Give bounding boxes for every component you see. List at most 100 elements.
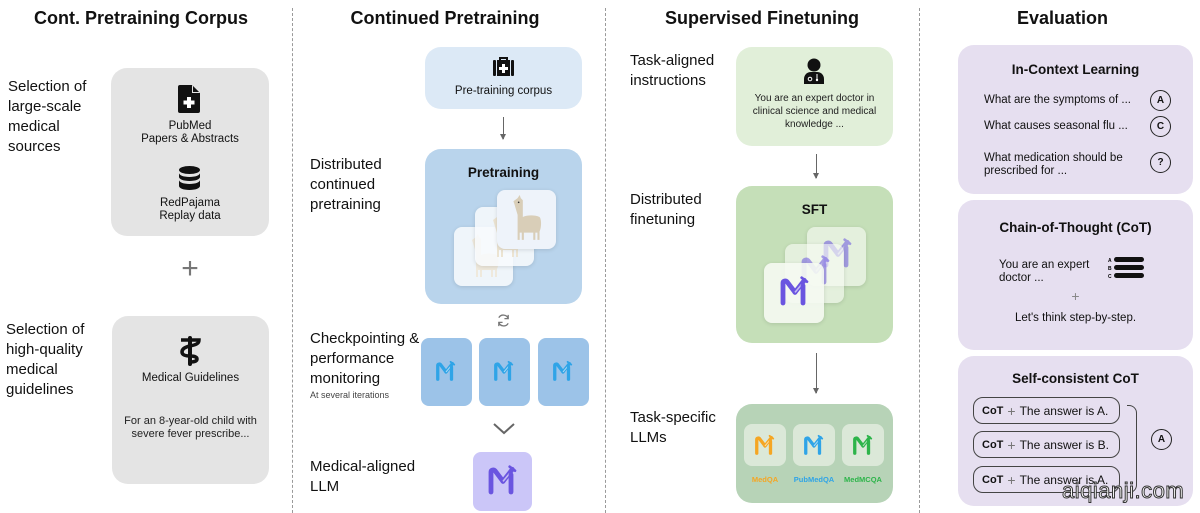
task-model-card	[842, 424, 884, 466]
task-model-card	[793, 424, 835, 466]
column-divider	[919, 8, 920, 513]
arrow-down	[500, 117, 506, 140]
cot-plus: +	[1071, 288, 1080, 304]
model-logo-icon	[487, 464, 519, 496]
source-pubmed-subtitle: Papers & Abstracts	[141, 133, 239, 145]
icl-question: What causes seasonal flu ...	[984, 120, 1128, 132]
task-model-label: MedMCQA	[844, 475, 882, 484]
cot-title: Chain-of-Thought (CoT)	[999, 220, 1152, 235]
label-checkpointing-text: Checkpointing & performance monitoring	[310, 330, 420, 387]
medical-kit-icon	[493, 57, 514, 81]
medical-aligned-llm-card	[473, 452, 532, 511]
checkpoint-card	[538, 338, 589, 406]
m-logo-svg	[780, 276, 809, 306]
answer-circle: C	[1150, 116, 1171, 137]
final-answer: A	[1151, 429, 1172, 450]
cot-prompt: You are an expert doctor ...	[999, 259, 1090, 284]
instruction-text: You are an expert doctor in clinical sci…	[752, 93, 877, 130]
pretraining-box: Pretraining	[425, 149, 582, 304]
corpus-sources-box: PubMed Papers & Abstracts RedPajama Repl…	[111, 68, 269, 236]
model-card	[764, 263, 824, 323]
column-title-evaluation: Evaluation	[1016, 8, 1109, 28]
sft-title: SFT	[801, 202, 828, 217]
column-title-corpus: Cont. Pretraining Corpus	[33, 8, 248, 28]
answer-circle: A	[1150, 90, 1171, 111]
task-model-label: PubMedQA	[793, 475, 835, 484]
reasoning-path: CoT+The answer is A.	[973, 466, 1120, 493]
label-distributed-finetuning: Distributed finetuning	[630, 191, 702, 228]
column-divider	[605, 8, 606, 513]
checkpoint-card	[421, 338, 472, 406]
icl-answer: ?	[1150, 152, 1171, 173]
m-logo-svg	[553, 360, 573, 381]
task-model-card	[744, 424, 786, 466]
icl-answer: C	[1150, 116, 1171, 137]
svg-text:A: A	[1108, 258, 1112, 264]
watermark: aiqianji.com	[1061, 478, 1185, 504]
llama-card	[497, 190, 556, 249]
pretraining-corpus-label: Pre-training corpus	[454, 85, 553, 97]
m-logo-svg	[436, 360, 456, 381]
source-redpajama-title: RedPajama	[159, 197, 221, 209]
llama-icon	[513, 195, 542, 240]
cot-suffix: Let's think step-by-step.	[1014, 312, 1137, 324]
pretraining-title: Pretraining	[467, 165, 540, 180]
arrow-down	[813, 154, 819, 179]
svg-text:C: C	[1108, 274, 1112, 280]
m-logo-svg	[488, 465, 517, 495]
answer-circle: A	[1151, 429, 1172, 450]
icl-answer: A	[1150, 90, 1171, 111]
m-logo-svg	[804, 434, 824, 455]
model-logo-icon	[754, 434, 776, 456]
icl-question: What are the symptoms of ...	[984, 94, 1131, 106]
column-divider	[292, 8, 293, 513]
source-pubmed: PubMed Papers & Abstracts	[111, 120, 269, 146]
plus-sign: +	[1007, 436, 1016, 453]
icl-box: In-Context Learning What are the symptom…	[958, 45, 1193, 194]
guidelines-title: Medical Guidelines	[141, 372, 240, 384]
label-task-aligned-instructions: Task-aligned instructions	[630, 52, 715, 89]
database-icon	[179, 166, 200, 195]
svg-text:B: B	[1108, 266, 1112, 272]
task-model-label: MedQA	[751, 475, 779, 484]
checkpoint-card	[479, 338, 530, 406]
reasoning-path: CoT+The answer is B.	[973, 431, 1120, 458]
source-pubmed-title: PubMed	[168, 120, 212, 132]
model-logo-icon	[779, 275, 811, 307]
cot-prefix: CoT	[982, 404, 1004, 417]
cot-prefix: CoT	[982, 473, 1004, 486]
sft-box: SFT	[736, 186, 893, 343]
label-guidelines: Selection of high-quality medical guidel…	[6, 321, 85, 398]
icl-question: What medication should be prescribed for…	[984, 152, 1123, 177]
guidelines-example: For an 8-year-old child with severe feve…	[124, 415, 257, 440]
model-logo-icon	[852, 434, 874, 456]
plus-sign: +	[181, 252, 199, 285]
plus-sign: +	[1007, 402, 1016, 419]
path-answer: The answer is A.	[1019, 472, 1109, 487]
model-logo-icon	[803, 434, 825, 456]
reasoning-path: CoT+The answer is A.	[973, 397, 1120, 424]
model-logo-icon	[435, 360, 457, 382]
answer-circle: ?	[1150, 152, 1171, 173]
plus-sign: +	[1007, 471, 1016, 488]
cot-box: Chain-of-Thought (CoT) You are an expert…	[958, 200, 1193, 350]
m-logo-svg	[853, 434, 873, 455]
path-answer: The answer is B.	[1019, 437, 1109, 452]
column-title-pretraining: Continued Pretraining	[350, 8, 540, 28]
chevron-down-icon	[493, 422, 515, 440]
file-medical-icon	[178, 85, 200, 118]
source-redpajama-subtitle: Replay data	[159, 210, 221, 222]
source-redpajama: RedPajama Replay data	[111, 197, 269, 223]
guidelines-box: Medical Guidelines For an 8-year-old chi…	[112, 316, 269, 484]
column-title-finetuning: Supervised Finetuning	[664, 8, 860, 28]
label-large-scale-sources: Selection of large-scale medical sources	[8, 78, 87, 155]
arrow-down	[813, 353, 819, 394]
doctor-icon	[804, 58, 824, 89]
m-logo-svg	[755, 434, 775, 455]
model-logo-icon	[552, 360, 574, 382]
sc-cot-title: Self-consistent CoT	[1012, 371, 1139, 386]
cot-prefix: CoT	[982, 438, 1004, 451]
model-logo-icon	[493, 360, 515, 382]
caduceus-icon	[179, 336, 201, 371]
